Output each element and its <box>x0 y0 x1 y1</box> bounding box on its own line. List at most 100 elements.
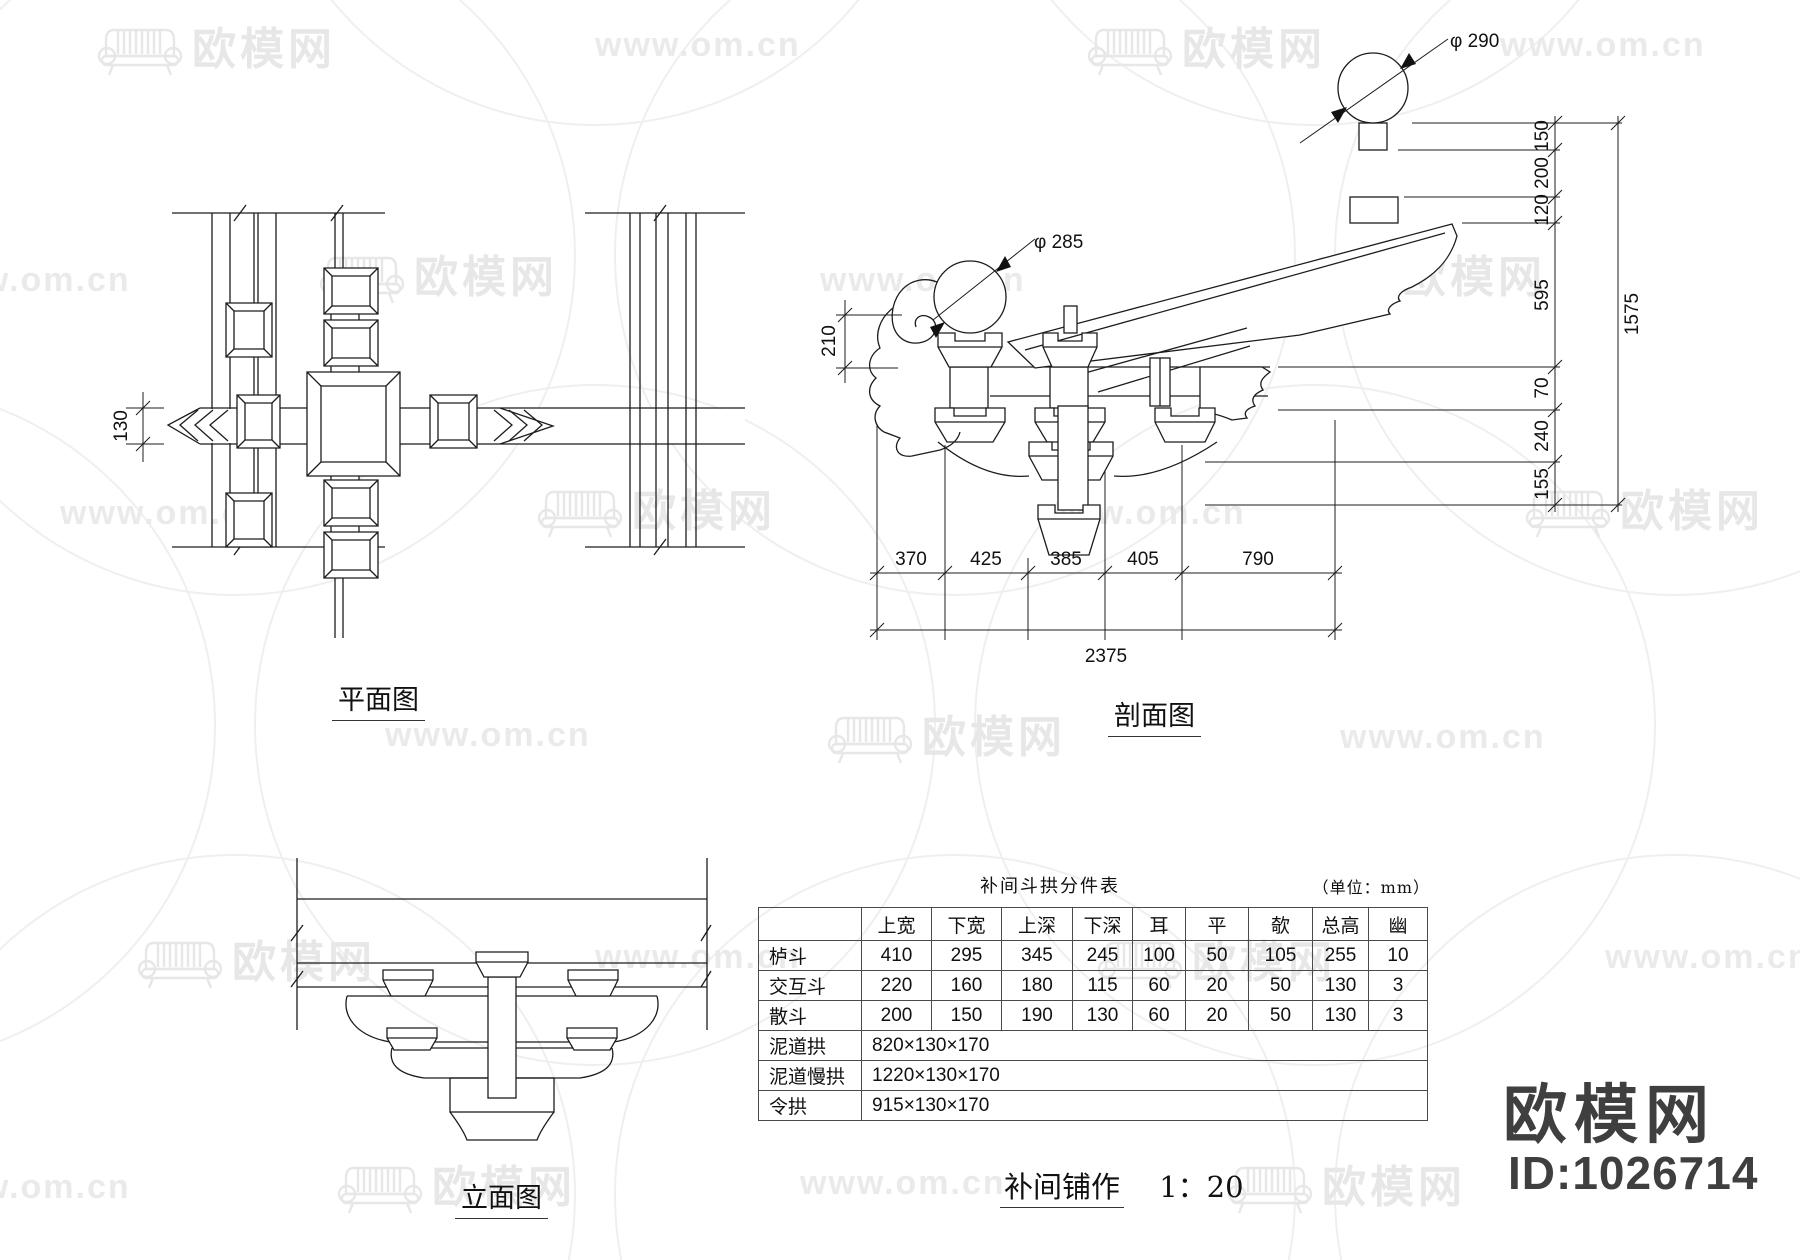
cell: 915×130×170 <box>861 1090 1428 1121</box>
elevation-view-drawing <box>290 858 712 1141</box>
cell: 160 <box>931 970 1002 1001</box>
cell: 10 <box>1368 940 1428 971</box>
cell: 130 <box>1312 1000 1369 1031</box>
sheet-id: ID:1026714 <box>1508 1147 1759 1199</box>
table-row: 栌斗 410 295 345 245 100 50 105 255 10 <box>758 940 1428 971</box>
plan-dim-width: 130 <box>111 410 132 442</box>
cell: 150 <box>931 1000 1002 1031</box>
dim-label: 1575 <box>1622 293 1643 335</box>
dim-label: 155 <box>1532 468 1553 500</box>
col-header: 欹 <box>1248 907 1313 941</box>
cell: 50 <box>1248 1000 1313 1031</box>
cell: 130 <box>1312 970 1369 1001</box>
sheet-name: 补间铺作 <box>1000 1170 1125 1208</box>
dim-label: 210 <box>819 325 840 357</box>
cell: 255 <box>1312 940 1369 971</box>
cell: 190 <box>1001 1000 1073 1031</box>
table-row: 交互斗 220 160 180 115 60 20 50 130 3 <box>758 970 1428 1001</box>
table-header-row: 上宽 下宽 上深 下深 耳 平 欹 总高 幽 <box>758 907 1428 941</box>
cell: 20 <box>1185 970 1249 1001</box>
table-row: 泥道慢拱 1220×130×170 <box>758 1060 1428 1091</box>
table-row: 令拱 915×130×170 <box>758 1090 1428 1121</box>
cell: 1220×130×170 <box>861 1060 1428 1091</box>
cell: 3 <box>1368 970 1428 1001</box>
watermark-logo-text: 欧模网 <box>1322 1163 1466 1212</box>
table-row: 散斗 200 150 190 130 60 20 50 130 3 <box>758 1000 1428 1031</box>
watermark-url-text: www.om.cn <box>0 261 131 299</box>
elevation-caption: 立面图 <box>455 1176 548 1219</box>
watermark-logo-text: 欧模网 <box>922 713 1066 762</box>
dim-label: 385 <box>1050 549 1082 570</box>
col-header: 总高 <box>1312 907 1369 941</box>
dim-label: 405 <box>1127 549 1159 570</box>
table-unit: （单位：mm） <box>1312 878 1430 897</box>
dim-label: 120 <box>1532 194 1553 226</box>
dim-label: 2375 <box>1085 646 1127 667</box>
dim-label: 70 <box>1532 377 1553 398</box>
col-header: 幽 <box>1368 907 1428 941</box>
table-title: 补间斗拱分件表 <box>980 876 1120 897</box>
cell: 820×130×170 <box>861 1030 1428 1061</box>
col-header: 下深 <box>1072 907 1133 941</box>
cell: 105 <box>1248 940 1313 971</box>
cell: 220 <box>861 970 932 1001</box>
watermark-url-text: www.om.cn <box>594 26 801 64</box>
col-header <box>758 907 862 941</box>
row-label: 散斗 <box>758 1000 862 1031</box>
row-label: 泥道慢拱 <box>758 1060 862 1091</box>
watermark-logo-text: 欧模网 <box>432 1163 576 1212</box>
watermark-url-text: www.om.cn <box>0 1168 131 1206</box>
sheet-caption: 补间铺作 1：20 <box>1000 1164 1244 1208</box>
section-dia-left-label: φ 285 <box>1034 232 1083 253</box>
watermark-logo-text: 欧模网 <box>1620 487 1764 536</box>
dim-label: 240 <box>1532 420 1553 452</box>
row-label: 栌斗 <box>758 940 862 971</box>
col-header: 下宽 <box>931 907 1002 941</box>
section-caption: 剖面图 <box>1108 694 1201 737</box>
dim-label: 595 <box>1532 279 1553 311</box>
cell: 50 <box>1248 970 1313 1001</box>
cell: 130 <box>1072 1000 1133 1031</box>
watermark-url-text: www.om.cn <box>799 1164 1006 1202</box>
watermark-url-text: www.om.cn <box>384 716 591 754</box>
cell: 60 <box>1132 970 1186 1001</box>
dim-label: 150 <box>1532 120 1553 152</box>
cell: 245 <box>1072 940 1133 971</box>
site-logo: 欧模网 <box>1503 1079 1716 1151</box>
cell: 3 <box>1368 1000 1428 1031</box>
cell: 115 <box>1072 970 1133 1001</box>
section-dia-top-label: φ 290 <box>1450 31 1499 52</box>
watermark-logo-text: 欧模网 <box>632 487 776 536</box>
watermark-url-text: www.om.cn <box>1604 938 1800 976</box>
watermark-url-text: www.om.cn <box>1339 718 1546 756</box>
watermark-logo-text: 欧模网 <box>1182 25 1326 74</box>
sheet-scale: 1：20 <box>1159 1170 1244 1204</box>
row-label: 交互斗 <box>758 970 862 1001</box>
row-label: 泥道拱 <box>758 1030 862 1061</box>
dim-label: 425 <box>970 549 1002 570</box>
cell: 50 <box>1185 940 1249 971</box>
watermark-url-text: www.om.cn <box>1499 26 1706 64</box>
plan-caption: 平面图 <box>332 678 425 721</box>
cell: 295 <box>931 940 1002 971</box>
table-row: 泥道拱 820×130×170 <box>758 1030 1428 1061</box>
cell: 180 <box>1001 970 1073 1001</box>
col-header: 上宽 <box>861 907 932 941</box>
cell: 200 <box>861 1000 932 1031</box>
section-view-drawing: φ 285 φ 290 370 425 385 405 790 2375 150… <box>819 31 1643 667</box>
cell: 60 <box>1132 1000 1186 1031</box>
plan-view-drawing: 130 <box>111 204 745 638</box>
col-header: 平 <box>1185 907 1249 941</box>
cell: 20 <box>1185 1000 1249 1031</box>
dim-label: 790 <box>1242 549 1274 570</box>
col-header: 耳 <box>1132 907 1186 941</box>
cell: 410 <box>861 940 932 971</box>
watermark-logo-text: 欧模网 <box>414 253 558 302</box>
watermark-logo-text: 欧模网 <box>192 25 336 74</box>
row-label: 令拱 <box>758 1090 862 1121</box>
cell: 345 <box>1001 940 1073 971</box>
parts-table: 补间斗拱分件表 （单位：mm） 上宽 下宽 上深 下深 耳 平 欹 总高 幽 <box>758 872 1430 1121</box>
col-header: 上深 <box>1001 907 1073 941</box>
